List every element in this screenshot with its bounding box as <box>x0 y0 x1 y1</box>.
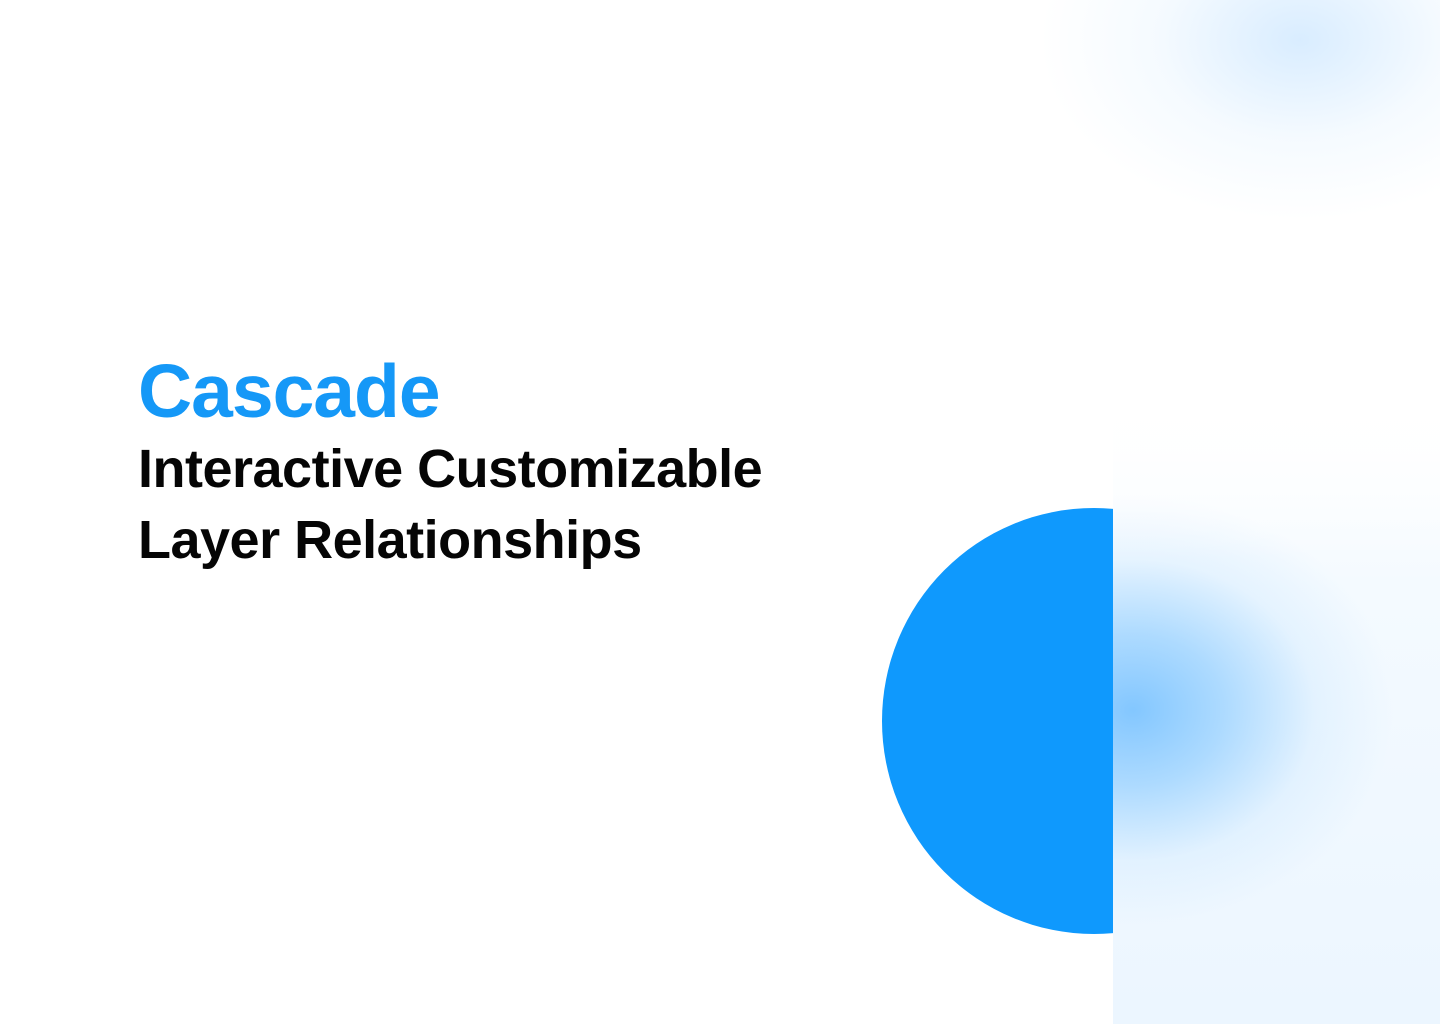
frosted-blur-panel <box>1113 400 1440 1024</box>
hero-text-block: Cascade Interactive Customizable Layer R… <box>138 348 898 576</box>
brand-title: Cascade <box>138 349 441 433</box>
panel-top-fade <box>1113 400 1440 560</box>
decorative-glow-top-right <box>1040 0 1440 220</box>
subtitle-line-2: Layer Relationships <box>138 510 642 570</box>
subtitle-line-1: Interactive Customizable <box>138 439 763 499</box>
